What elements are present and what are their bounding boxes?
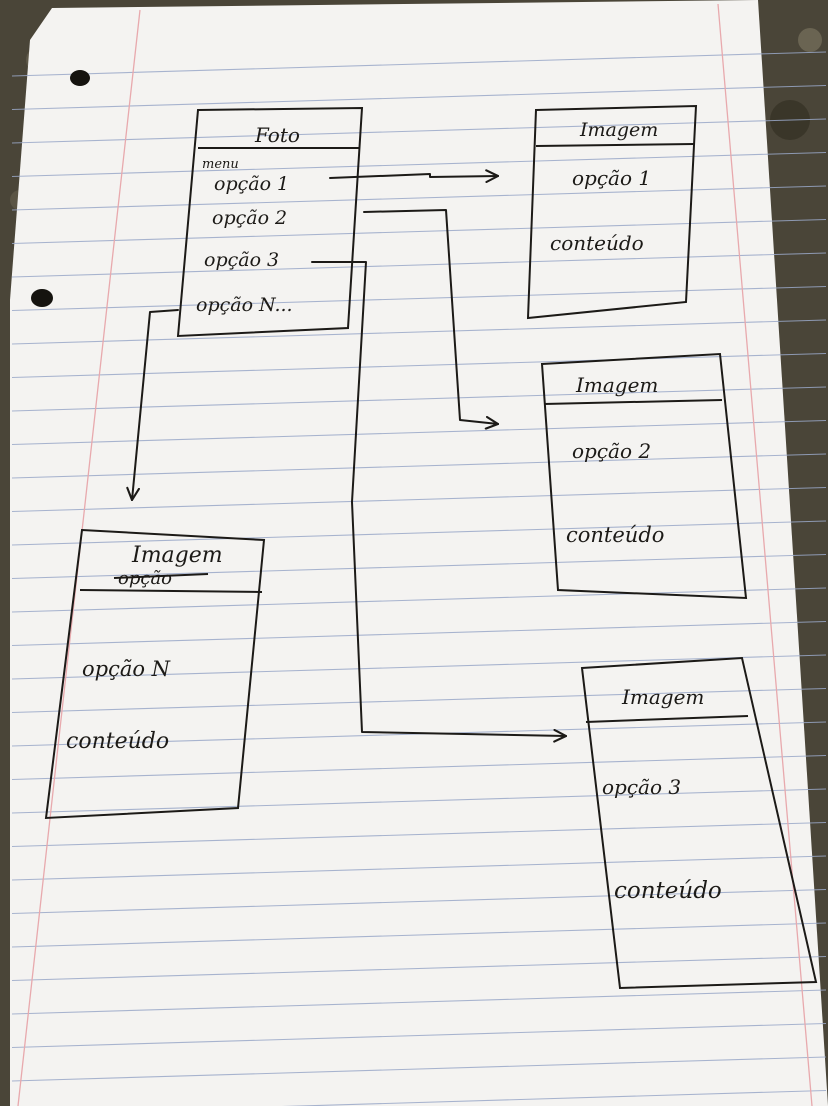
box2-title: Imagem	[575, 373, 658, 397]
ruled-line	[11, 252, 827, 278]
target-box-option-3	[580, 656, 818, 990]
binder-hole-middle	[31, 289, 53, 307]
target-box-option-2	[540, 352, 748, 600]
ruled-line	[11, 185, 827, 211]
ruled-line	[281, 1089, 827, 1106]
ruled-line	[11, 888, 827, 915]
target-box-option-1	[526, 104, 698, 320]
ruled-line	[11, 788, 827, 814]
ruled-line	[11, 151, 827, 178]
menu-label: menu	[202, 157, 239, 172]
boxN-struck-word: opção	[118, 568, 172, 589]
ruled-line	[11, 620, 827, 647]
ruled-line	[11, 955, 827, 982]
ruled-lines	[11, 51, 827, 1106]
ruled-line	[11, 486, 827, 513]
ruled-line	[11, 285, 827, 312]
ruled-line	[11, 922, 827, 948]
arrow-option-2	[363, 209, 498, 424]
ruled-line	[11, 687, 827, 714]
ruled-line	[11, 352, 827, 379]
boxN-title: Imagem	[131, 543, 223, 568]
boxN-content: conteúdo	[66, 729, 169, 754]
ruled-line	[11, 520, 827, 546]
box3-title: Imagem	[621, 685, 704, 709]
box2-option: opção 2	[572, 439, 651, 463]
main-menu-box	[176, 106, 364, 338]
box1-option: opção 1	[572, 166, 651, 190]
box3-content: conteúdo	[614, 878, 722, 904]
arrow-option-1	[329, 174, 498, 178]
binder-hole-top	[70, 70, 90, 86]
arrow-option-3	[311, 261, 566, 736]
boxN-strikethrough	[113, 573, 209, 579]
ruled-line	[11, 386, 827, 412]
main-box-title: Foto	[254, 123, 300, 147]
box3-option: opção 3	[602, 775, 681, 799]
box2-content: conteúdo	[566, 523, 664, 547]
arrow-option-n	[132, 309, 179, 500]
paper-sheet	[10, 0, 828, 1106]
ruled-line	[11, 1022, 827, 1049]
ruled-line	[11, 453, 827, 479]
ruled-line	[11, 84, 827, 111]
ruled-line	[11, 754, 827, 781]
menu-option-3: opção 3	[204, 249, 279, 271]
ruled-line	[11, 1056, 827, 1082]
menu-option-2: opção 2	[212, 207, 287, 229]
right-margin-line	[717, 3, 813, 1106]
ruled-line	[11, 118, 827, 144]
ruled-line	[11, 587, 827, 613]
ruled-line	[11, 553, 827, 580]
ruled-line	[11, 51, 827, 77]
box1-content: conteúdo	[550, 231, 644, 255]
box1-title: Imagem	[579, 119, 658, 141]
ruled-line	[11, 855, 827, 881]
ruled-line	[11, 654, 827, 680]
ruled-line	[11, 989, 827, 1015]
ruled-line	[11, 419, 827, 446]
boxN-option: opção N	[82, 657, 171, 681]
menu-option-1: opção 1	[214, 173, 289, 195]
target-box-option-n	[44, 528, 266, 820]
ruled-line	[11, 821, 827, 848]
menu-option-n: opção N...	[196, 294, 293, 316]
